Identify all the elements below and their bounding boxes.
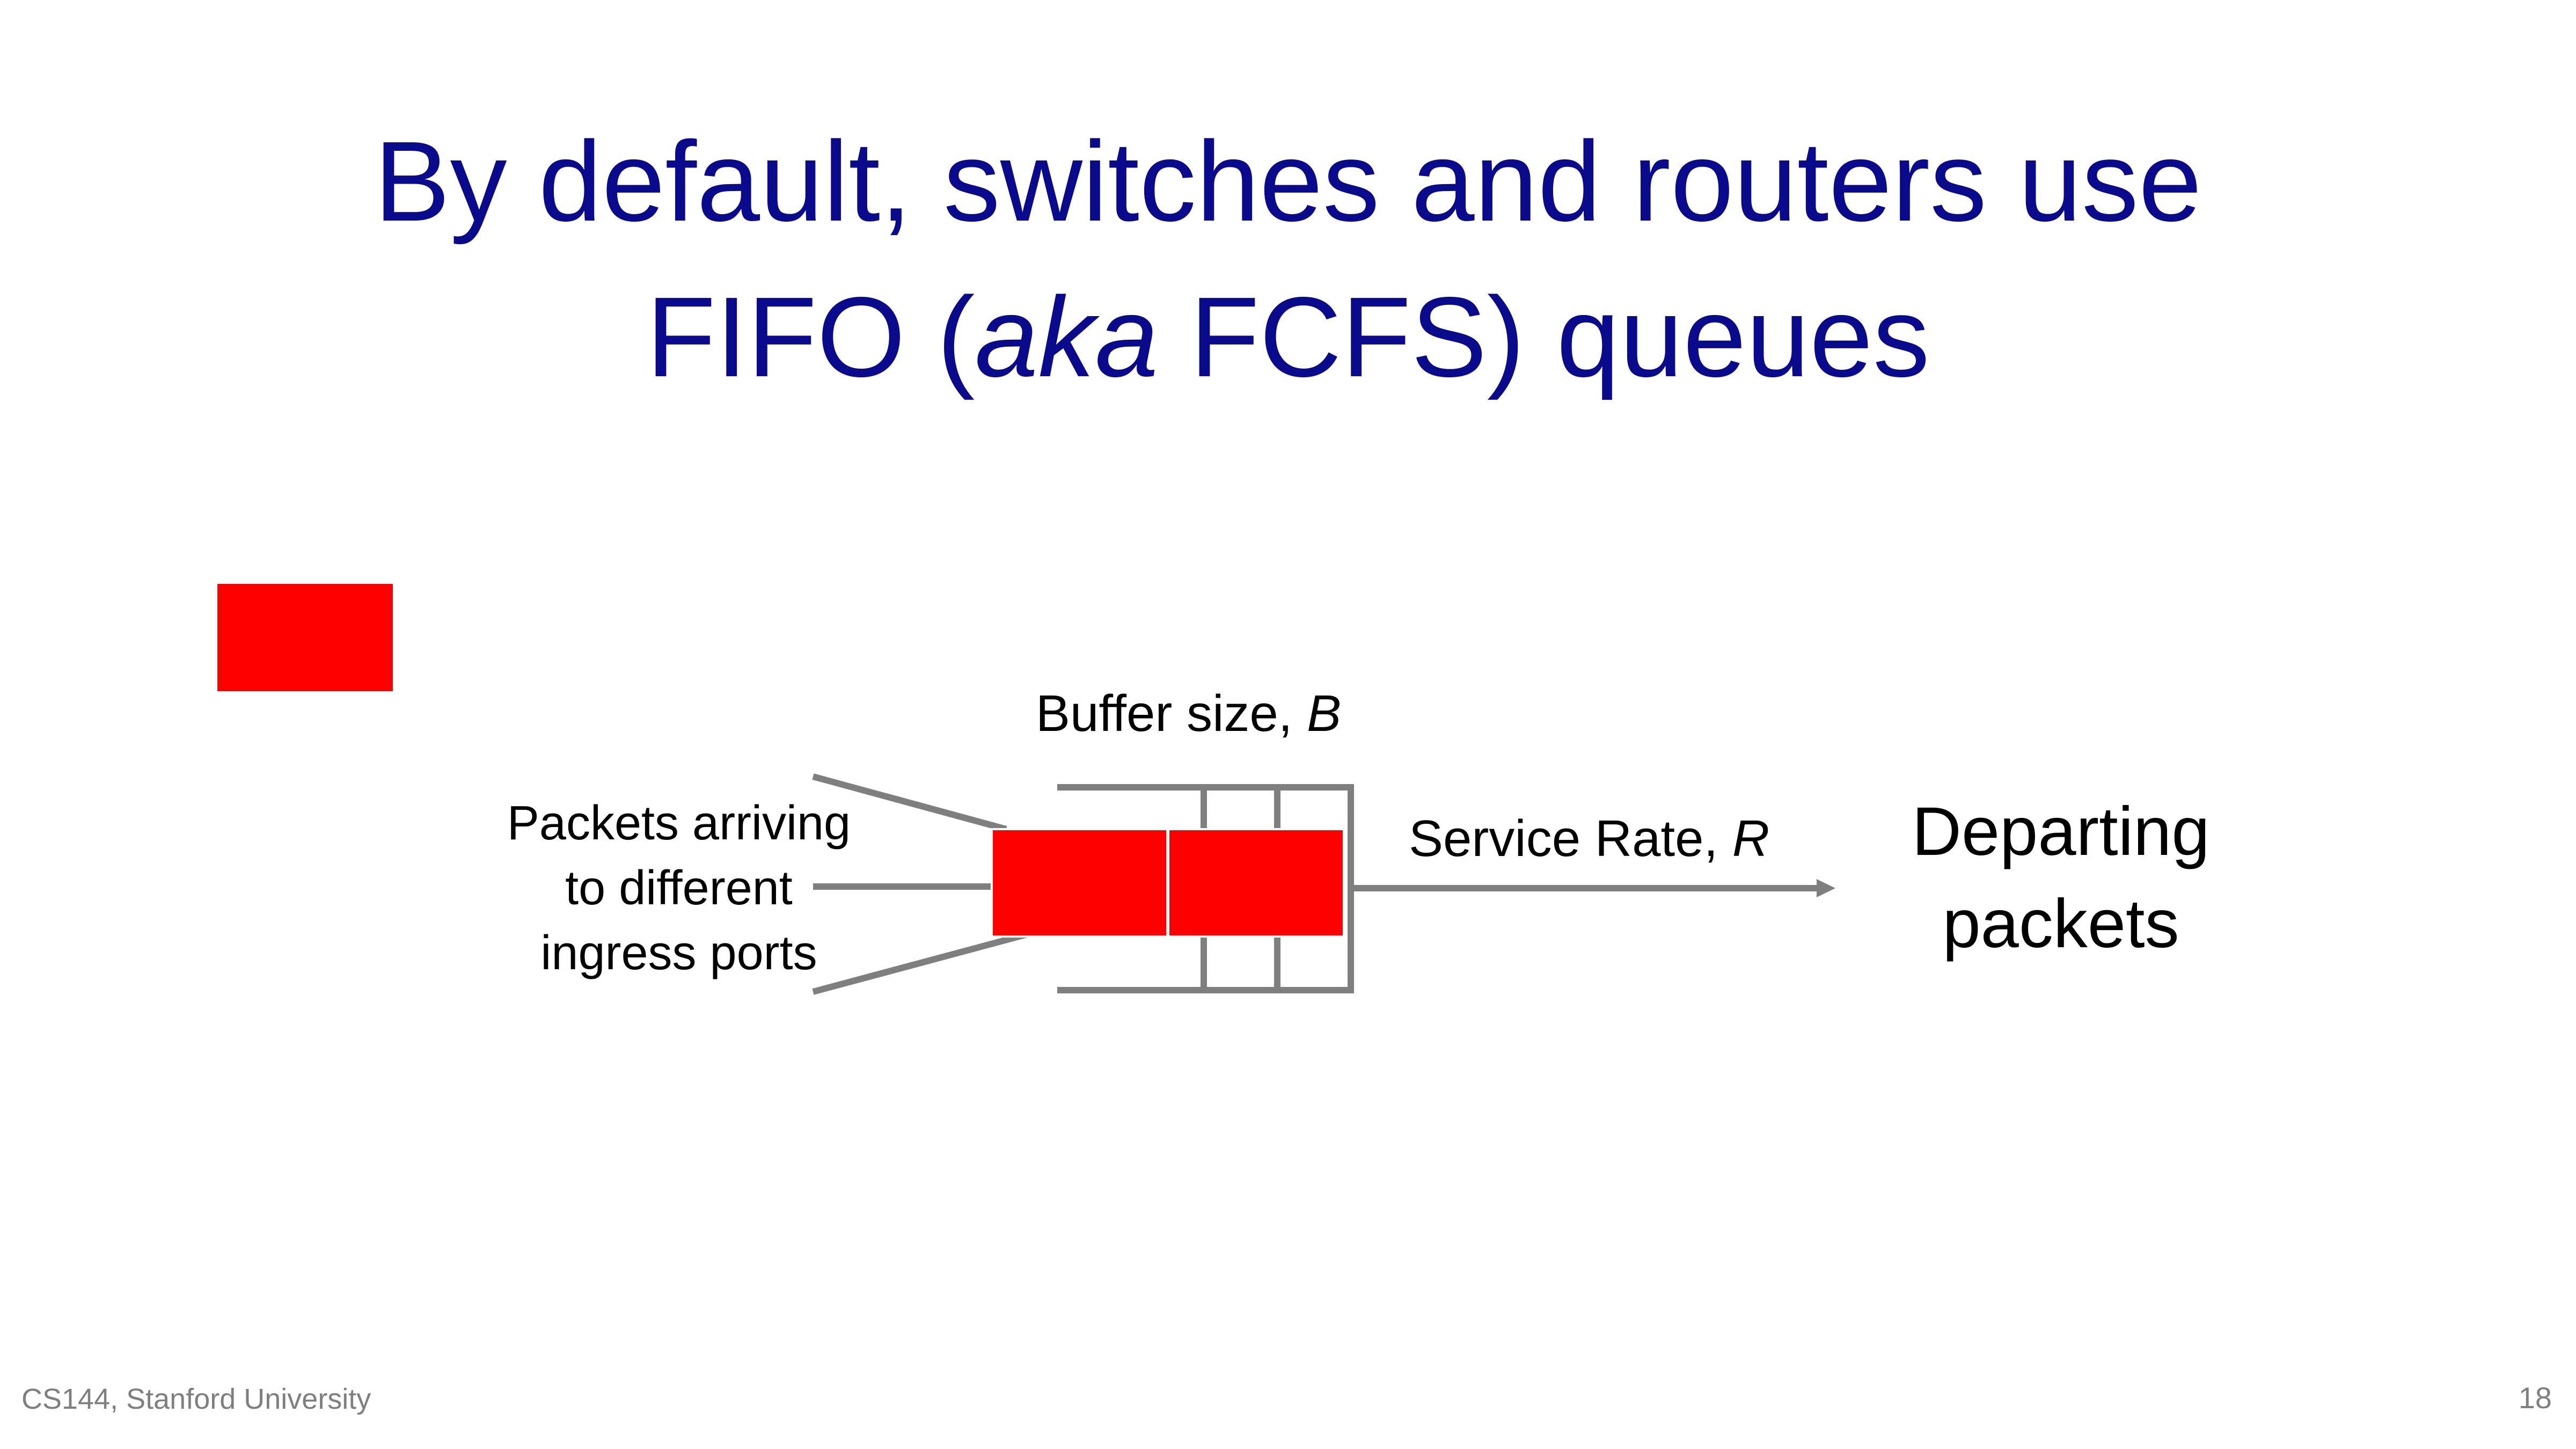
footer-course: CS144, Stanford University [21,1383,371,1415]
departing-label-line-1: Departing [1912,793,2210,870]
title-suffix: FCFS) queues [1158,273,1930,400]
arriving-packet [217,584,393,691]
ingress-line-top [812,773,1007,832]
title-italic-aka: aka [975,273,1159,400]
arriving-packets-label: Packets arriving to different ingress po… [472,791,885,986]
queued-packet-1 [991,828,1168,938]
page-number: 18 [2518,1381,2552,1415]
arriving-label-line-2: to different [565,861,793,915]
service-rate-variable: R [1732,810,1770,867]
buffer-size-label: Buffer size, B [1036,688,1341,740]
arriving-label-line-1: Packets arriving [507,796,851,850]
service-rate-label: Service Rate, R [1409,813,1769,865]
departing-label-line-2: packets [1942,885,2179,962]
service-rate-text: Service Rate, [1409,810,1732,867]
buffer-size-text: Buffer size, [1036,685,1307,742]
ingress-line-bottom [812,930,1034,995]
arriving-label-line-3: ingress ports [540,926,817,980]
slide-title-line-1: By default, switches and routers use [374,118,2202,245]
queued-packet-2 [1167,828,1345,938]
title-prefix: FIFO ( [646,273,975,400]
slide-title-line-2: FIFO (aka FCFS) queues [0,280,2576,394]
departing-packets-label: Departing packets [1868,786,2254,970]
arrow-head-icon [1817,879,1835,897]
buffer-size-variable: B [1307,685,1342,742]
